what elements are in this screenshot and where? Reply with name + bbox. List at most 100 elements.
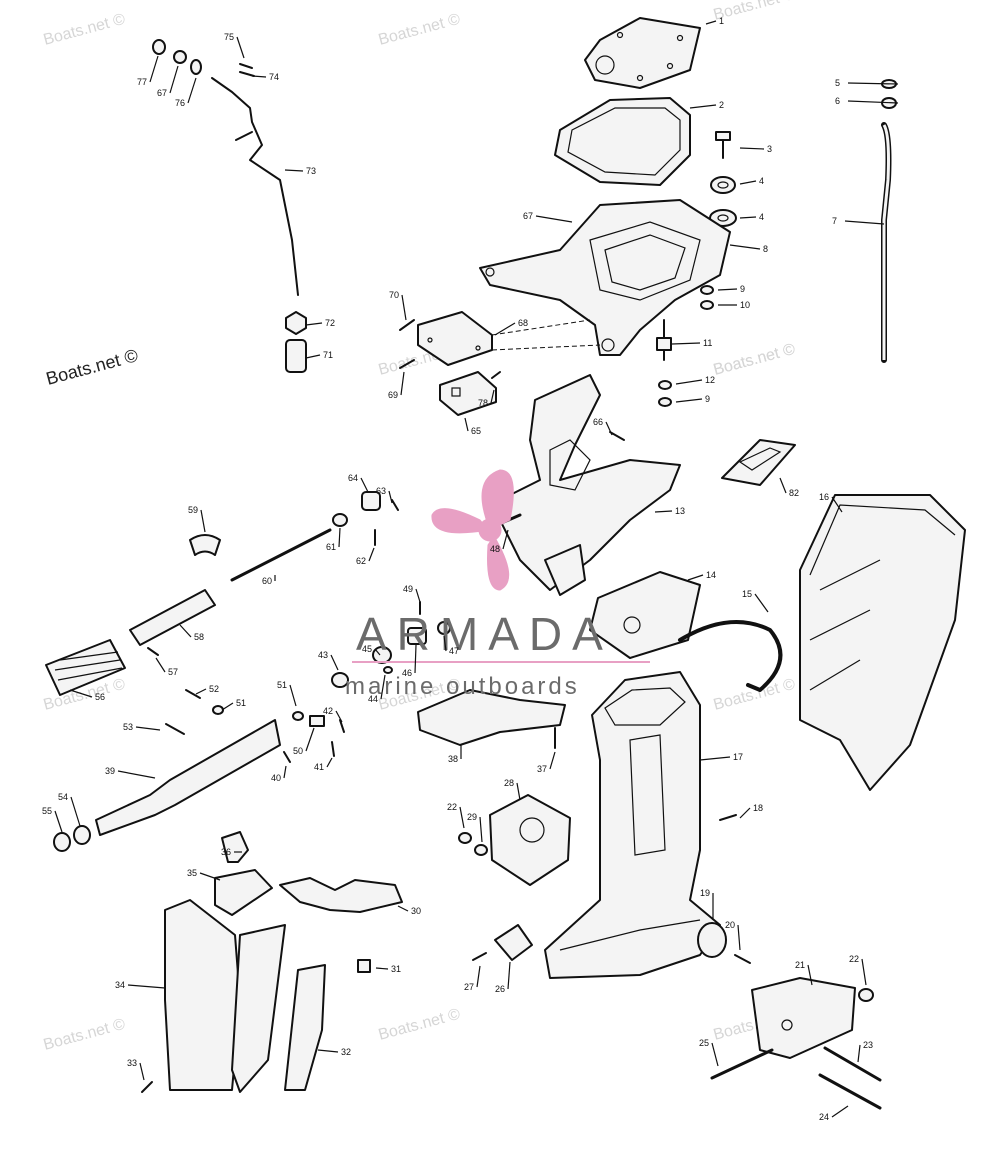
leader-line-1 — [705, 20, 717, 25]
leader-line-30 — [397, 905, 409, 912]
leader-line-23 — [857, 1044, 861, 1063]
leader-line-51 — [221, 702, 234, 711]
part-label-12: 12 — [705, 375, 715, 385]
leader-line-57 — [155, 657, 166, 673]
part-61-nut — [332, 513, 348, 527]
part-label-2: 2 — [719, 100, 724, 110]
part-label-24: 24 — [819, 1112, 829, 1122]
leader-lines — [54, 20, 899, 1118]
part-38-plate — [417, 689, 566, 746]
part-label-76: 76 — [175, 98, 185, 108]
part-label-14: 14 — [706, 570, 716, 580]
leader-line-76 — [187, 77, 197, 104]
leader-line-71 — [305, 354, 321, 359]
part-label-61: 61 — [326, 542, 336, 552]
part-label-38: 38 — [448, 754, 458, 764]
part-label-78: 78 — [478, 398, 488, 408]
leader-line-78 — [490, 389, 495, 404]
leader-line-61 — [338, 527, 341, 548]
watermark: Boats.net © — [712, 676, 798, 714]
watermark: Boats.net © — [712, 341, 798, 379]
part-label-51: 51 — [236, 698, 246, 708]
leader-line-59 — [200, 509, 206, 533]
part-label-75: 75 — [224, 32, 234, 42]
part-label-43: 43 — [318, 650, 328, 660]
part-label-63: 63 — [376, 486, 386, 496]
part-label-58: 58 — [194, 632, 204, 642]
part-34-shroud — [164, 899, 241, 1091]
part-54-ring — [73, 825, 91, 845]
leader-line-43 — [330, 654, 339, 671]
part-label-25: 25 — [699, 1038, 709, 1048]
part-17-driveshaft-housing — [544, 671, 721, 979]
part-35-pad — [214, 869, 273, 916]
part-label-51: 51 — [277, 680, 287, 690]
part-label-23: 23 — [863, 1040, 873, 1050]
part-label-33: 33 — [127, 1058, 137, 1068]
part-8-bracket — [479, 199, 731, 356]
part-41-spring — [331, 741, 335, 757]
leader-line-5 — [847, 82, 899, 85]
part-20-screw — [734, 954, 751, 964]
part-label-29: 29 — [467, 812, 477, 822]
leader-line-6 — [847, 100, 899, 104]
leader-line-16 — [831, 496, 843, 513]
leader-line-9 — [675, 398, 703, 403]
part-label-60: 60 — [262, 576, 272, 586]
leader-line-68 — [494, 322, 516, 336]
watermark: Boats.net © — [377, 1006, 463, 1044]
part-label-72: 72 — [325, 318, 335, 328]
armada-logo: ARMADA marine outboards — [345, 469, 650, 700]
part-label-35: 35 — [187, 868, 197, 878]
part-label-22: 22 — [447, 802, 457, 812]
part-3-screw — [715, 131, 731, 159]
leader-line-42 — [335, 710, 343, 723]
part-label-71: 71 — [323, 350, 333, 360]
part-46-block — [407, 627, 427, 645]
part-18-screw — [719, 814, 737, 821]
part-73-shift-rod — [211, 77, 299, 296]
leader-line-26 — [507, 961, 511, 990]
leader-line-25 — [711, 1042, 719, 1067]
leader-line-50 — [305, 727, 315, 752]
part-42-pin — [339, 719, 345, 733]
part-24-bolt — [818, 1073, 882, 1110]
part-56-grip — [45, 639, 126, 696]
leader-line-70 — [401, 294, 407, 321]
part-55-ring — [53, 832, 71, 852]
part-43-knob — [331, 672, 349, 688]
part-13-swivel-bracket — [499, 374, 681, 596]
part-label-46: 46 — [402, 668, 412, 678]
part-label-44: 44 — [368, 694, 378, 704]
part-1-gasket — [584, 17, 701, 89]
leader-line-67 — [535, 215, 573, 223]
part-53-screw — [165, 723, 185, 735]
part-label-32: 32 — [341, 1047, 351, 1057]
brand-tagline: marine outboards — [345, 673, 580, 700]
part-22b-nut — [458, 832, 472, 844]
part-10-nut — [700, 300, 714, 310]
watermark: Boats.net © — [377, 11, 463, 49]
leader-line-9 — [717, 288, 738, 291]
part-label-6: 6 — [835, 96, 840, 106]
leader-line-69 — [400, 371, 405, 396]
part-14-gasket — [589, 571, 701, 659]
part-label-40: 40 — [271, 773, 281, 783]
leader-line-77 — [149, 55, 159, 83]
part-label-31: 31 — [391, 964, 401, 974]
part-39-tiller — [95, 719, 281, 836]
part-44-washer — [383, 666, 393, 674]
part-label-13: 13 — [675, 506, 685, 516]
part-11-stud — [656, 319, 672, 361]
part-4-mount-lower — [709, 209, 737, 227]
part-label-17: 17 — [733, 752, 743, 762]
part-label-20: 20 — [725, 920, 735, 930]
part-71-bushing — [285, 339, 307, 373]
leader-line-33 — [139, 1062, 145, 1081]
leader-line-22 — [459, 806, 465, 829]
part-59-clip — [189, 534, 221, 556]
part-16-cover — [799, 494, 966, 791]
part-50-bushing — [309, 715, 325, 727]
part-label-21: 21 — [795, 960, 805, 970]
